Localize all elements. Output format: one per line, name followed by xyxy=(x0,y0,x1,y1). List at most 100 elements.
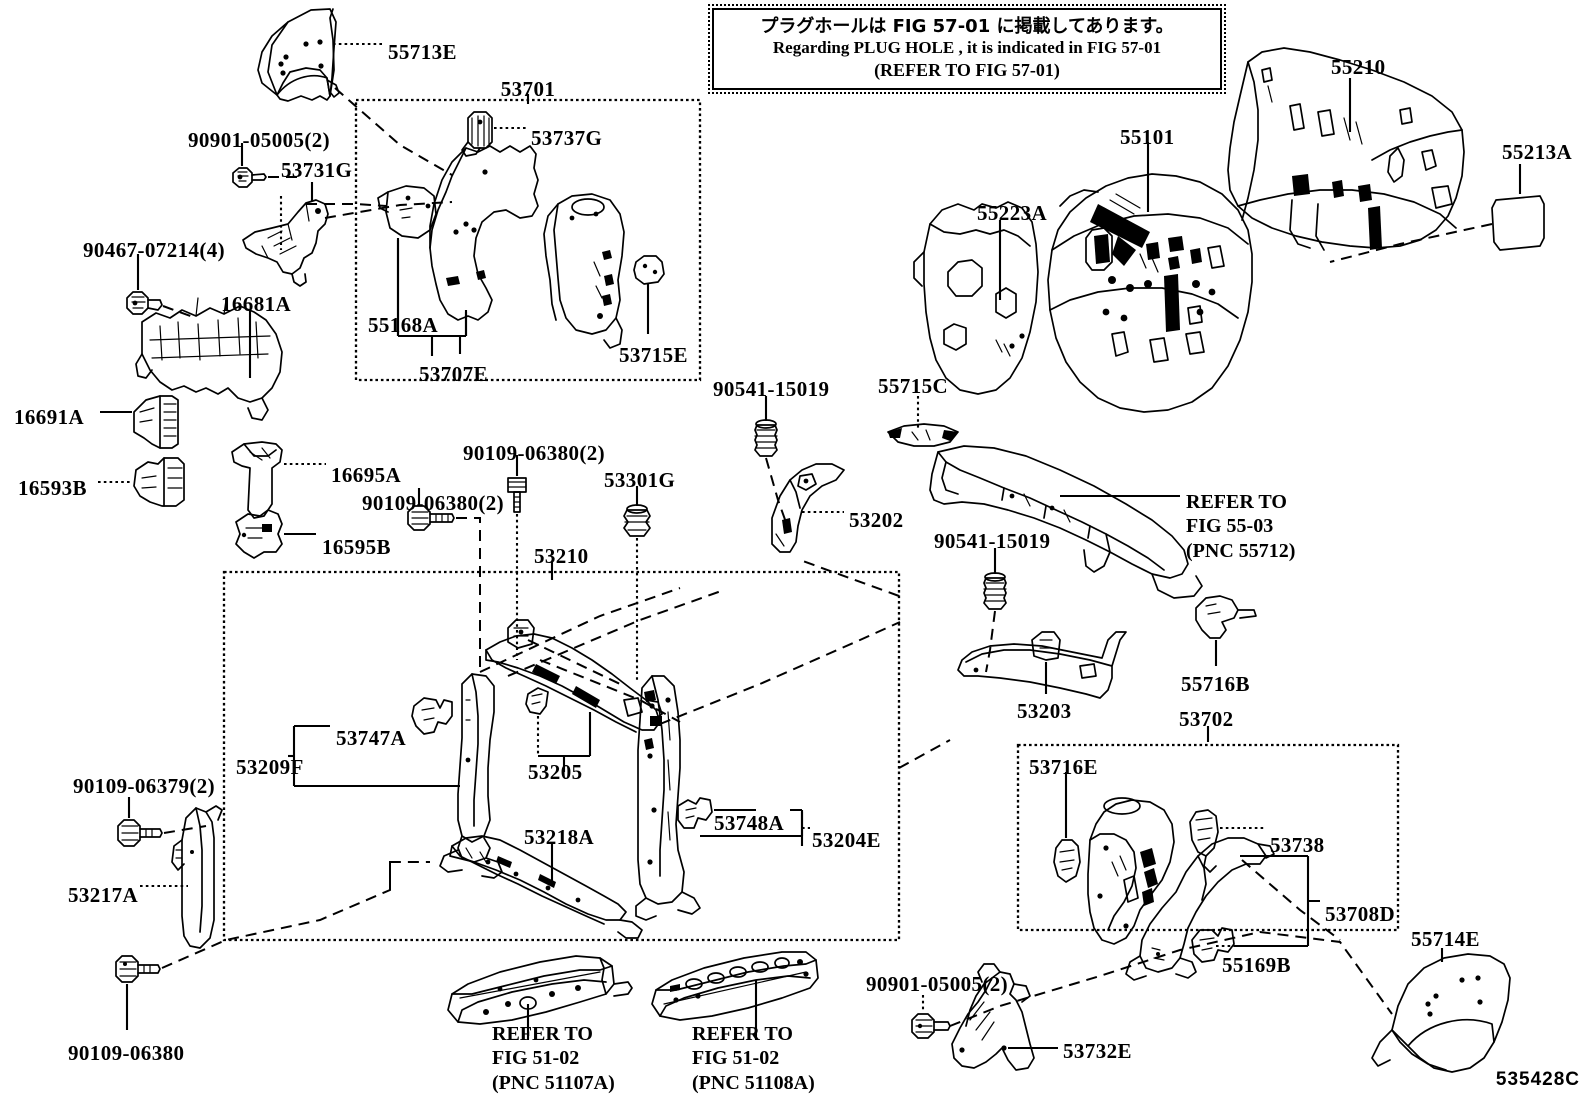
part-label-55715c: 55715C xyxy=(878,374,949,398)
part-16681a xyxy=(135,297,283,421)
part-90901-05005-a xyxy=(232,167,267,188)
part-label-90109063802: 90109-06380(2) xyxy=(463,441,606,465)
part-label-55169b: 55169B xyxy=(1222,953,1291,977)
link-55713e xyxy=(334,87,453,176)
part-55223a xyxy=(913,201,1039,395)
assembly-dash-3 xyxy=(659,621,901,725)
part-53747a xyxy=(411,697,453,735)
part-label-9054115019: 90541-15019 xyxy=(713,377,830,401)
part-label-90109063802: 90109-06380(2) xyxy=(362,491,505,515)
link-55213a xyxy=(1329,223,1493,263)
part-label-53301g: 53301G xyxy=(604,468,676,492)
link-90541-15019-a xyxy=(765,457,789,529)
refer-line: REFER TO xyxy=(492,1023,593,1045)
part-label-90109063792: 90109-06379(2) xyxy=(73,774,216,798)
part-label-53218a: 53218A xyxy=(524,825,595,849)
part-53205 xyxy=(485,619,663,733)
refer-line: (PNC 51108A) xyxy=(692,1071,815,1094)
part-90109-06379 xyxy=(117,819,163,847)
part-label-16681a: 16681A xyxy=(221,292,292,316)
plug-hole-note-box: プラグホールは FIG 57-01 に掲載してあります。 Regarding P… xyxy=(708,4,1226,94)
note-line-english: Regarding PLUG HOLE , it is indicated in… xyxy=(772,38,1162,58)
part-label-55714e: 55714E xyxy=(1411,927,1480,951)
part-55168a xyxy=(377,185,437,239)
part-53707e xyxy=(429,145,539,321)
refer-line: (PNC 55712) xyxy=(1186,539,1296,562)
part-label-53731g: 53731G xyxy=(281,158,353,182)
part-55169b xyxy=(1191,927,1235,963)
part-label-53204e: 53204E xyxy=(812,828,881,852)
part-90541-15019-a xyxy=(754,419,778,457)
part-label-53217a: 53217A xyxy=(68,883,139,907)
part-label-90901050052: 90901-05005(2) xyxy=(866,972,1009,996)
part-label-55716b: 55716B xyxy=(1181,672,1250,696)
part-label-53702: 53702 xyxy=(1179,707,1234,731)
part-16695a xyxy=(231,441,283,519)
part-53218a xyxy=(449,835,643,939)
part-label-53202: 53202 xyxy=(849,508,904,532)
part-label-53748a: 53748A xyxy=(714,811,785,835)
link-90467-07214 xyxy=(162,305,197,319)
part-90467-07214 xyxy=(126,291,163,315)
part-55714e xyxy=(1371,953,1511,1073)
part-53715e-clip xyxy=(633,255,665,285)
part-53731g xyxy=(242,199,329,287)
part-label-55210: 55210 xyxy=(1331,55,1386,79)
part-label-53715e: 53715E xyxy=(619,343,688,367)
refer-line: FIG 55-03 xyxy=(1186,515,1274,538)
part-55713e xyxy=(257,8,340,102)
part-label-55713e: 55713E xyxy=(388,40,457,64)
part-16691a xyxy=(133,395,179,449)
part-55210 xyxy=(1227,47,1465,251)
part-label-9054115019: 90541-15019 xyxy=(934,529,1051,553)
part-label-16695a: 16695A xyxy=(331,463,402,487)
link-90541-15019-b xyxy=(985,610,996,673)
part-90901-05005-b xyxy=(911,1013,951,1039)
part-label-53210: 53210 xyxy=(534,544,589,568)
part-53708d xyxy=(1087,797,1175,945)
link-55168a xyxy=(306,203,387,207)
part-53716e xyxy=(1053,839,1081,883)
part-label-53701: 53701 xyxy=(500,77,556,101)
part-label-53203: 53203 xyxy=(1017,699,1072,723)
part-53738 xyxy=(1189,809,1219,873)
bracket-53209f xyxy=(292,724,460,788)
part-label-53747a: 53747A xyxy=(336,726,407,750)
link-90901-05005-b xyxy=(949,930,1393,1027)
part-53715e xyxy=(543,193,625,349)
group-box-53210 xyxy=(222,570,901,942)
part-label-90467072144: 90467-07214(4) xyxy=(83,238,226,262)
link-90109-06380-b xyxy=(456,517,481,672)
part-label-53708d: 53708D xyxy=(1325,902,1396,926)
link-53708d xyxy=(1241,859,1341,941)
part-53203 xyxy=(957,631,1127,699)
part-label-55101: 55101 xyxy=(1120,125,1175,149)
refer-line: FIG 51-02 xyxy=(492,1047,580,1070)
refer-line: FIG 51-02 xyxy=(692,1047,780,1070)
part-90109-06380-c xyxy=(115,955,161,983)
refer-line: REFER TO xyxy=(692,1023,793,1045)
link-90109-06380-c xyxy=(161,861,430,969)
part-53708d-member xyxy=(1125,837,1275,981)
assembly-dash-6 xyxy=(799,559,900,597)
part-53209f xyxy=(439,673,503,879)
part-90109-06380-b xyxy=(407,505,455,531)
part-55712-cowl xyxy=(929,445,1203,599)
part-16593b xyxy=(133,457,185,507)
part-53737g xyxy=(461,111,493,157)
part-51108a xyxy=(651,951,819,1021)
part-53205-clip xyxy=(525,687,549,715)
note-line-japanese: プラグホールは FIG 57-01 に掲載してあります。 xyxy=(760,15,1174,37)
refer-line: REFER TO xyxy=(1186,491,1287,513)
part-label-16691a: 16691A xyxy=(14,405,85,429)
part-label-16595b: 16595B xyxy=(322,535,391,559)
part-53202 xyxy=(771,463,845,553)
part-51107a xyxy=(447,955,633,1025)
bracket-53707e xyxy=(396,238,468,356)
part-55716b xyxy=(1195,595,1257,639)
